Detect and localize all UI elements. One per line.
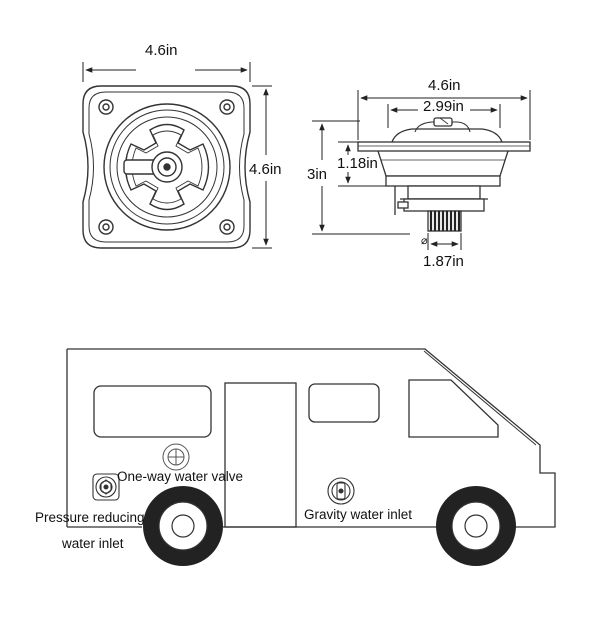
one-way-valve-label: One-way water valve <box>117 469 243 484</box>
side-flange-label: 1.18in <box>337 155 378 172</box>
gravity-inlet-icon <box>327 477 355 505</box>
van-front-wheel <box>436 486 516 566</box>
side-flange <box>357 141 531 152</box>
side-height-label: 3in <box>307 166 327 183</box>
side-threaded-outlet <box>427 210 462 232</box>
gravity-inlet-label: Gravity water inlet <box>304 507 412 522</box>
side-width-label: 4.6in <box>428 77 461 94</box>
side-view <box>357 117 531 232</box>
pressure-inlet-label-line1: Pressure reducing <box>35 510 145 525</box>
front-view <box>82 85 251 249</box>
screw-top-left <box>98 99 114 115</box>
van <box>66 348 556 528</box>
van-middle-window <box>308 383 380 423</box>
van-rear-window <box>93 385 212 438</box>
van-door <box>224 382 297 528</box>
thread-diameter-symbol: ⌀ <box>421 235 428 247</box>
side-body <box>377 150 509 177</box>
front-height-label: 4.6in <box>249 161 282 178</box>
front-plate <box>82 85 251 249</box>
side-dimension-lines <box>312 90 531 250</box>
van-front-window <box>408 379 499 438</box>
screw-bottom-left <box>98 219 114 235</box>
front-outer-ring <box>103 103 231 231</box>
van-rear-wheel <box>143 486 223 566</box>
front-dimension-lines <box>82 62 272 249</box>
one-way-valve-icon <box>162 443 190 471</box>
screw-top-right <box>219 99 235 115</box>
pressure-inlet-icon <box>92 473 120 501</box>
side-valve-block <box>407 185 481 200</box>
side-cap-dome <box>391 128 503 143</box>
front-width-label: 4.6in <box>145 42 178 59</box>
pressure-inlet-label-line2: water inlet <box>61 536 124 551</box>
thread-diameter-label: 1.87in <box>423 253 464 270</box>
side-inner-width-label: 2.99in <box>423 98 464 115</box>
screw-bottom-right <box>219 219 235 235</box>
